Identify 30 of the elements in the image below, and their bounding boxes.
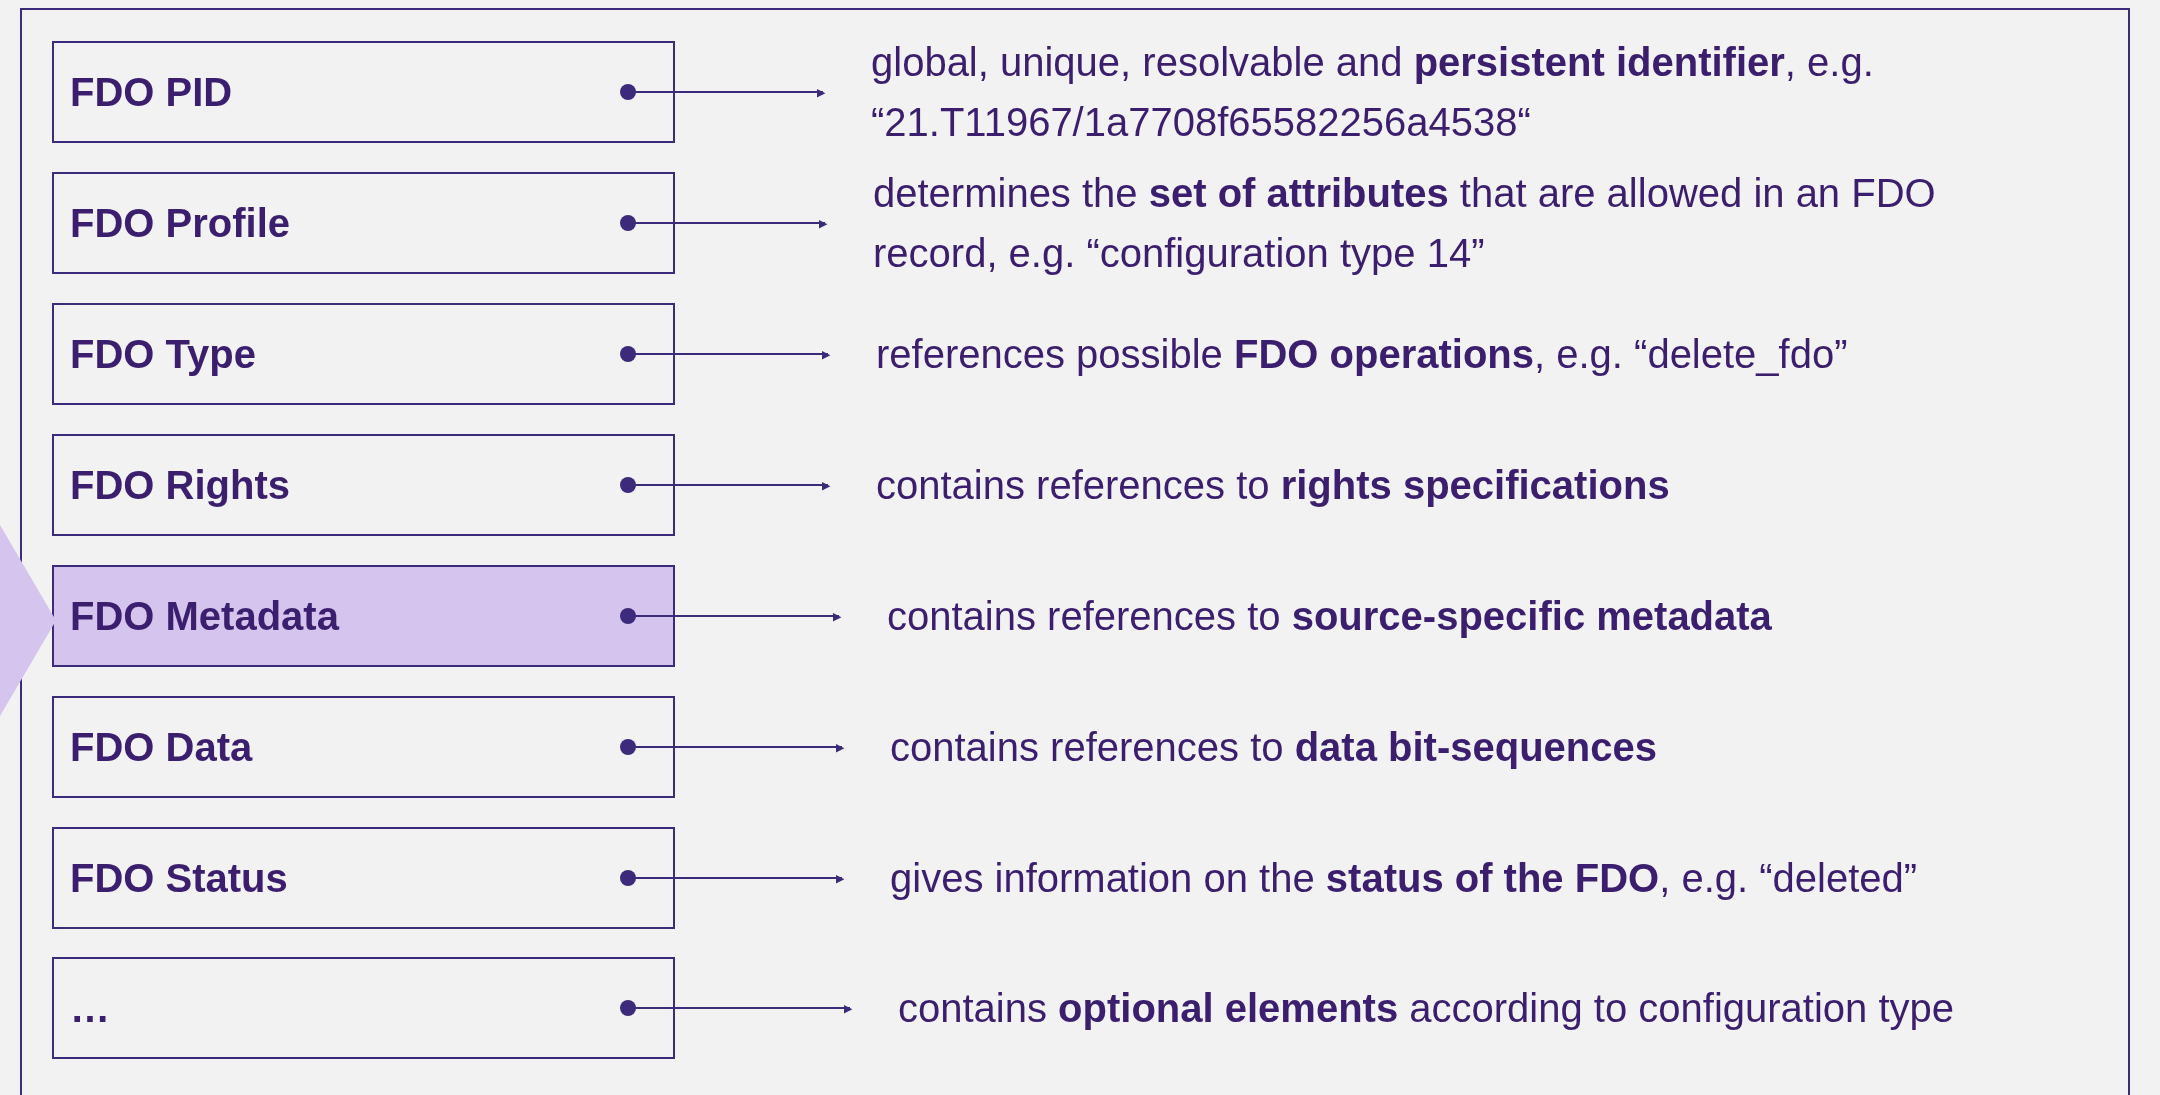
field-description: contains optional elements according to configuration type: [898, 985, 1955, 1032]
arrow: [620, 346, 831, 362]
field-box: [52, 172, 675, 274]
field-description: contains references to data bit-sequences: [890, 724, 1657, 771]
field-description: contains references to rights specifications: [876, 462, 1670, 509]
arrow: [620, 739, 845, 755]
field-description: determines the set of attributes that are allowed in an FDO record, e.g. “configuration type 14”: [873, 170, 1937, 277]
field-box: [52, 434, 675, 536]
field-name: FDO Status: [70, 855, 288, 901]
arrow: [620, 215, 828, 231]
field-name: FDO Metadata: [70, 593, 339, 639]
field-name: FDO PID: [70, 69, 233, 115]
field-description: gives information on the status of the FDO, e.g. “deleted”: [890, 855, 1918, 902]
field-box: [52, 41, 675, 143]
arrow: [620, 477, 831, 493]
field-box: [52, 827, 675, 929]
field-box: [52, 303, 675, 405]
arrow: [620, 84, 826, 100]
arrow: [620, 870, 845, 886]
field-box: [52, 696, 675, 798]
arrow: [620, 1000, 853, 1016]
field-name: FDO Rights: [70, 462, 290, 508]
field-description: references possible FDO operations, e.g. “delete_fdo”: [876, 331, 1848, 378]
field-box: [52, 957, 675, 1059]
field-name: FDO Data: [70, 724, 253, 770]
field-name: FDO Type: [70, 331, 256, 377]
field-name: FDO Profile: [70, 200, 291, 246]
arrow: [620, 608, 842, 624]
field-name: …: [70, 985, 110, 1031]
field-description: contains references to source-specific metadata: [887, 593, 1772, 640]
